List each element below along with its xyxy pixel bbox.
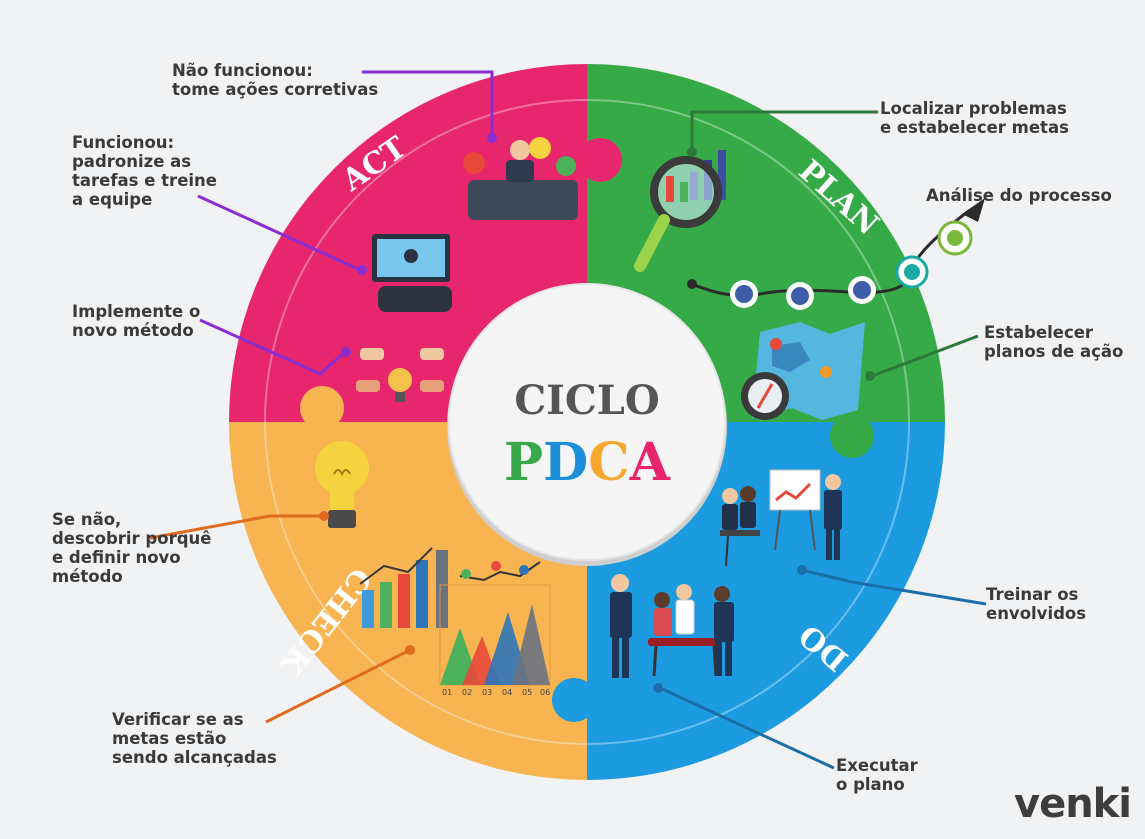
connector-verificar [265, 645, 415, 724]
center-title-ciclo: CICLO [514, 377, 659, 424]
callout-funcionou: Funcionou: padronize as tarefas e treine… [72, 133, 217, 209]
callout-line: Verificar se as [112, 710, 244, 729]
callout-line: planos de ação [984, 342, 1124, 361]
callout-line: tome ações corretivas [172, 80, 379, 99]
callout-se-nao: Se não, descobrir porquê e definir novo … [52, 510, 211, 586]
callout-line: tarefas e treine [72, 171, 217, 190]
callout-treinar: Treinar os envolvidos [986, 585, 1086, 623]
callout-line: e definir novo [52, 548, 181, 567]
training-presentation-icon [720, 469, 842, 567]
callout-line: sendo alcançadas [112, 748, 277, 767]
puzzle-knob-check [300, 386, 344, 430]
callout-line: Análise do processo [926, 186, 1112, 205]
connector-executar [653, 683, 835, 770]
callout-line: padronize as [72, 152, 192, 171]
letter-a: A [629, 432, 671, 493]
chart-axis-labels: 01 02 03 04 05 06 [442, 688, 550, 697]
process-path-icon [687, 198, 985, 310]
magnifier-chart-icon [634, 150, 726, 272]
callout-line: Localizar problemas [880, 99, 1067, 118]
connector-se-nao [149, 511, 329, 540]
connector-nao-funcionou [362, 70, 497, 143]
puzzle-knob-act [578, 138, 622, 182]
callout-verificar: Verificar se as metas estão sendo alcanç… [112, 710, 277, 767]
lightbulb-icon [315, 441, 369, 528]
callout-line: Executar [836, 756, 918, 775]
axis-tick-04: 04 [502, 688, 512, 697]
callout-line: a equipe [72, 190, 153, 209]
callout-line: Se não, [52, 510, 122, 529]
callout-executar: Executar o plano [836, 756, 918, 794]
team-working-icon [610, 574, 734, 678]
connector-localizar [687, 110, 878, 157]
meeting-icon [463, 137, 578, 220]
connector-estabelecer [865, 334, 979, 381]
letter-d: D [543, 432, 588, 493]
callout-line: Implemente o [72, 302, 201, 321]
puzzle-knob-plan [830, 414, 874, 458]
venki-logo: venki [1014, 781, 1132, 827]
letter-p: P [504, 432, 543, 493]
callout-line: descobrir porquê [52, 529, 212, 548]
callout-line: envolvidos [986, 604, 1087, 623]
callout-line: e estabelecer metas [880, 118, 1069, 137]
connector-implemente [199, 318, 351, 376]
center-disc [448, 283, 726, 561]
axis-tick-06: 06 [540, 688, 550, 697]
callout-nao-funcionou: Não funcionou: tome ações corretivas [172, 61, 378, 99]
callout-line: Funcionou: [72, 133, 175, 152]
callout-line: o plano [836, 775, 905, 794]
axis-tick-01: 01 [442, 688, 452, 697]
area-chart-icon [439, 561, 551, 686]
callout-line: metas estão [112, 729, 227, 748]
callout-line: Treinar os [986, 585, 1079, 604]
axis-tick-03: 03 [482, 688, 492, 697]
video-presentation-icon [372, 234, 452, 312]
callout-line: novo método [72, 321, 194, 340]
letter-c: C [588, 432, 629, 493]
callout-line: Não funcionou: [172, 61, 313, 80]
callout-line: Estabelecer [984, 323, 1094, 342]
center-title-pdca: PDCA [504, 432, 671, 493]
axis-tick-02: 02 [462, 688, 472, 697]
inner-guide-ring [264, 99, 910, 745]
map-compass-icon [741, 322, 865, 420]
connector-treinar [797, 565, 987, 606]
callout-estabelecer: Estabelecer planos de ação [984, 323, 1123, 361]
growth-bar-chart-icon [359, 547, 448, 628]
callout-analise: Análise do processo [926, 186, 1112, 205]
puzzle-knob-do [552, 678, 596, 722]
callout-localizar: Localizar problemas e estabelecer metas [880, 99, 1069, 137]
callout-line: método [52, 567, 123, 586]
connector-funcionou [197, 194, 367, 275]
callout-implemente: Implemente o novo método [72, 302, 200, 340]
axis-tick-05: 05 [522, 688, 532, 697]
teamwork-hands-icon [356, 348, 444, 402]
